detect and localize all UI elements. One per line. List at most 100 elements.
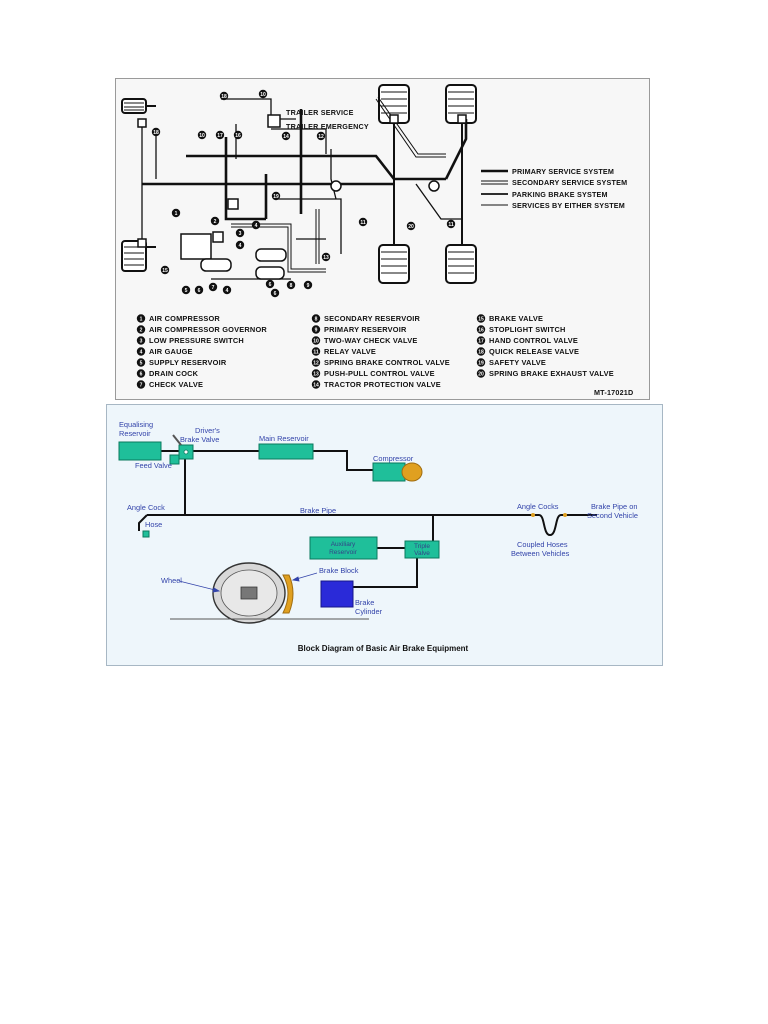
key-number: 18 bbox=[478, 349, 484, 355]
tractor-air-brake-schematic: 18 10 18 10 17 16 14 12 19 1 2 4 3 4 15 … bbox=[115, 78, 650, 400]
brake-valve-handle bbox=[172, 434, 182, 446]
legend-primary: PRIMARY SERVICE SYSTEM bbox=[512, 167, 614, 176]
auxiliary-reservoir-label-2: Reservoir bbox=[329, 549, 358, 556]
key-label: PUSH-PULL CONTROL VALVE bbox=[324, 369, 435, 378]
svg-text:11: 11 bbox=[360, 220, 366, 226]
svg-text:6: 6 bbox=[274, 291, 277, 297]
key-number: 3 bbox=[140, 338, 143, 344]
spring-brake-chamber-right bbox=[457, 114, 467, 124]
key-label: AIR COMPRESSOR bbox=[149, 314, 220, 323]
triple-valve-label-2: Valve bbox=[414, 550, 430, 557]
key-label: RELAY VALVE bbox=[324, 347, 376, 356]
wheel-label: Wheel bbox=[161, 576, 182, 585]
brake-pipe-second-label-1: Brake Pipe on bbox=[591, 502, 637, 511]
line-legend: PRIMARY SERVICE SYSTEM SECONDARY SERVICE… bbox=[481, 167, 627, 210]
primary-service-lines bbox=[142, 109, 468, 221]
svg-text:4: 4 bbox=[255, 223, 258, 229]
key-label: TWO-WAY CHECK VALVE bbox=[324, 336, 417, 345]
key-number: 17 bbox=[478, 338, 484, 344]
label-arrows bbox=[178, 572, 318, 593]
key-label: CHECK VALVE bbox=[149, 380, 203, 389]
key-label: SECONDARY RESERVOIR bbox=[324, 314, 421, 323]
key-label: DRAIN COCK bbox=[149, 369, 199, 378]
main-reservoir bbox=[258, 443, 314, 460]
key-number-badge bbox=[311, 336, 321, 345]
key-number: 16 bbox=[478, 327, 484, 333]
key-number-badge bbox=[476, 336, 486, 345]
key-label: SPRING BRAKE EXHAUST VALVE bbox=[489, 369, 614, 378]
key-number-badge bbox=[476, 325, 486, 334]
wheel bbox=[170, 562, 369, 624]
svg-text:4: 4 bbox=[239, 243, 242, 249]
key-number: 8 bbox=[315, 316, 318, 322]
compressor bbox=[372, 462, 406, 482]
components bbox=[137, 114, 467, 280]
hose-end bbox=[142, 530, 150, 538]
key-number: 5 bbox=[140, 360, 143, 366]
brake-valve-body bbox=[227, 198, 239, 210]
key-number: 20 bbox=[478, 371, 484, 377]
triple-valve-label-1: Triple bbox=[414, 543, 430, 550]
brake-cylinder-label-2: Cylinder bbox=[355, 607, 383, 616]
key-number: 10 bbox=[313, 338, 319, 344]
svg-text:17: 17 bbox=[217, 133, 223, 139]
key-column-2: 8 SECONDARY RESERVOIR 9 PRIMARY RESERVOIR 10… bbox=[311, 314, 450, 389]
svg-text:14: 14 bbox=[283, 134, 289, 140]
key-number-badge bbox=[136, 369, 146, 378]
pipes bbox=[138, 450, 597, 588]
legend-parking: PARKING BRAKE SYSTEM bbox=[512, 190, 608, 199]
main-reservoir-label: Main Reservoir bbox=[259, 434, 309, 443]
key-number-badge bbox=[311, 358, 321, 367]
key-label: AIR COMPRESSOR GOVERNOR bbox=[149, 325, 267, 334]
key-label: SUPPLY RESERVOIR bbox=[149, 358, 227, 367]
key-number-badge bbox=[311, 347, 321, 356]
key-label: HAND CONTROL VALVE bbox=[489, 336, 578, 345]
air-compressor bbox=[180, 233, 212, 260]
svg-text:6: 6 bbox=[269, 282, 272, 288]
key-number: 15 bbox=[478, 316, 484, 322]
secondary-reservoir bbox=[255, 266, 285, 280]
compressor-label: Compressor bbox=[373, 454, 414, 463]
svg-text:7: 7 bbox=[212, 285, 215, 291]
brake-pipe-label: Brake Pipe bbox=[300, 506, 336, 515]
drivers-brake-valve-label-2: Brake Valve bbox=[180, 435, 219, 444]
trailer-service-label: TRAILER SERVICE bbox=[286, 108, 354, 117]
equalising-reservoir-label-1: Equalising bbox=[119, 420, 153, 429]
key-number-badge bbox=[136, 314, 146, 323]
drivers-brake-valve-label-1: Driver's bbox=[195, 426, 220, 435]
angle-cock-label: Angle Cock bbox=[127, 503, 165, 512]
auxiliary-reservoir-label-1: Auxiliary bbox=[331, 541, 356, 548]
key-number: 9 bbox=[315, 327, 318, 333]
key-number-badge bbox=[311, 314, 321, 323]
equalising-reservoir bbox=[118, 441, 162, 461]
supply-reservoir bbox=[200, 258, 232, 272]
key-number-badge bbox=[476, 314, 486, 323]
hose-label: Hose bbox=[145, 520, 162, 529]
key-label: BRAKE VALVE bbox=[489, 314, 543, 323]
key-label: TRACTOR PROTECTION VALVE bbox=[324, 380, 441, 389]
front-brake-chamber bbox=[137, 118, 147, 128]
svg-text:11: 11 bbox=[448, 222, 454, 228]
svg-text:2: 2 bbox=[214, 219, 217, 225]
key-number-badge bbox=[476, 347, 486, 356]
key-number-badge bbox=[136, 336, 146, 345]
callouts: 18 10 18 10 17 16 14 12 19 1 2 4 3 4 15 … bbox=[151, 89, 456, 298]
svg-text:3: 3 bbox=[239, 231, 242, 237]
schematic-drawing: 18 10 18 10 17 16 14 12 19 1 2 4 3 4 15 … bbox=[121, 84, 633, 397]
feed-valve-label: Feed Valve bbox=[135, 461, 172, 470]
svg-text:4: 4 bbox=[226, 288, 229, 294]
key-number: 1 bbox=[140, 316, 143, 322]
key-number: 12 bbox=[313, 360, 319, 366]
svg-text:16: 16 bbox=[235, 133, 241, 139]
svg-text:8: 8 bbox=[290, 283, 293, 289]
svg-text:10: 10 bbox=[199, 133, 205, 139]
key-number-badge bbox=[476, 369, 486, 378]
brake-cylinder-label-1: Brake bbox=[355, 598, 374, 607]
key-label: PRIMARY RESERVOIR bbox=[324, 325, 407, 334]
key-number: 19 bbox=[478, 360, 484, 366]
figure-code: MT-17021D bbox=[594, 388, 633, 397]
brake-pipe-second-label-2: Second Vehicle bbox=[587, 511, 638, 520]
drive-axle-tires-right bbox=[445, 84, 477, 284]
relay-valve-left bbox=[330, 180, 342, 192]
svg-text:1: 1 bbox=[175, 211, 178, 217]
